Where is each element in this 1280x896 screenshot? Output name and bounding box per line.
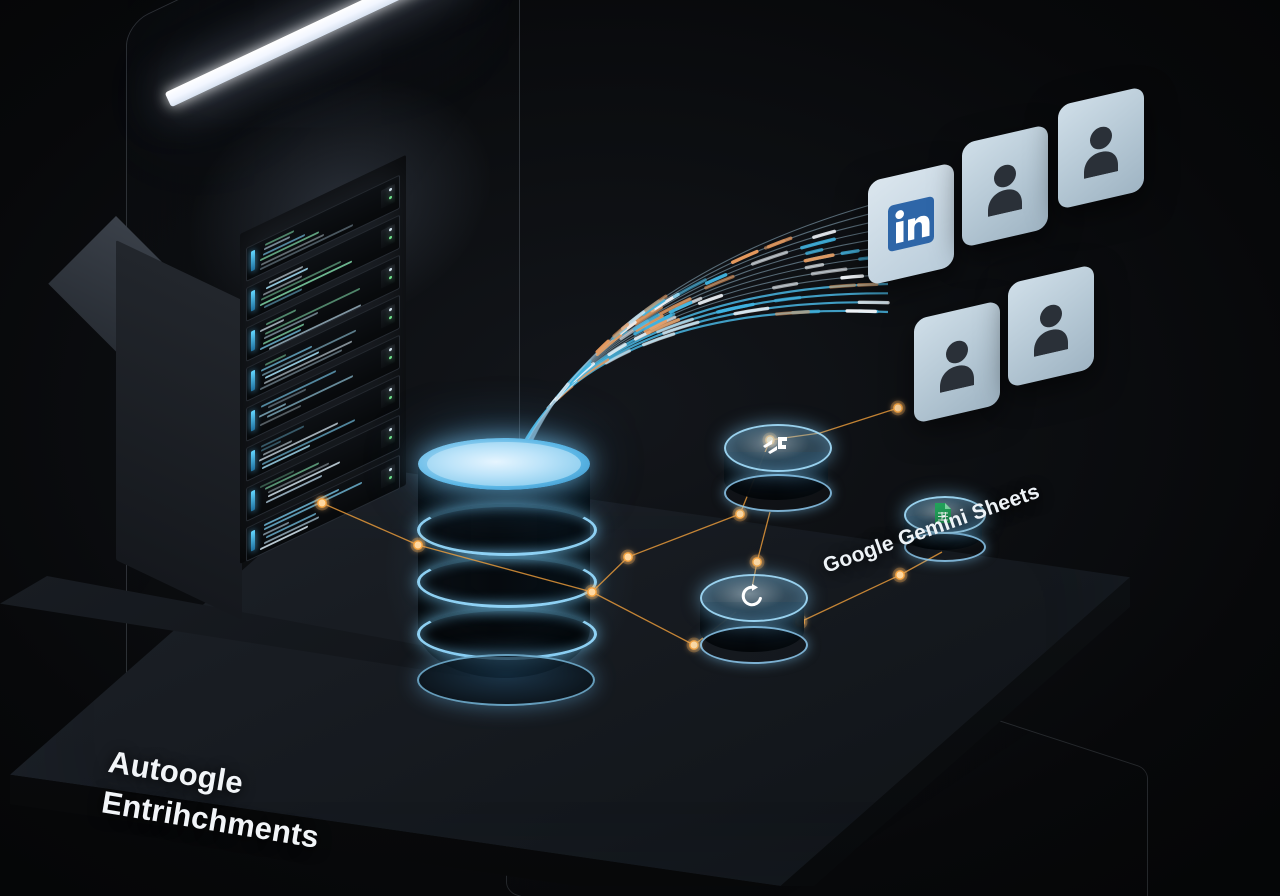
card-linkedin[interactable] [868,162,954,286]
rack-left-face [116,240,242,621]
blade-drive-bay [381,223,395,249]
light-bar-housing [160,0,476,113]
database-top-inner [427,442,581,486]
stream-data-packet [517,207,890,475]
database-disc-1 [417,504,597,556]
person-avatar-icon [940,340,974,393]
card-profile-4[interactable] [1008,264,1094,388]
blade-drive-bay [381,183,395,209]
database-cylinder [417,438,597,706]
stream-data-packet [516,216,890,476]
blade-status-led [251,249,255,272]
stream-data-packet [518,198,890,474]
stream-data-packet [516,216,890,476]
stream-data-packet [518,198,890,474]
stream-data-packet [516,216,890,476]
blade-drive-bay [381,423,395,449]
stream-strand [519,199,889,473]
server-rack [48,154,416,622]
stream-data-packet [516,216,890,476]
puck-enrichment-ring [724,474,832,512]
stream-data-packet [517,207,890,475]
blade-drive-bay [381,343,395,369]
card-profile-1[interactable] [962,124,1048,248]
database-disc-2 [417,556,597,608]
puck-enrichment[interactable] [724,424,832,516]
connector-line [819,407,899,434]
blade-status-led [251,489,255,512]
overhead-led-light-bar [164,0,470,108]
blade-drive-bay [381,383,395,409]
stream-data-packet [517,207,890,475]
puck-enrichment-top [724,424,832,472]
person-avatar-icon [988,164,1022,217]
stream-data-packet [517,207,890,475]
puck-sync-ring [700,626,808,664]
person-avatar-icon [1084,126,1118,179]
blade-code-line [259,404,302,427]
blade-drive-bay [381,463,395,489]
blade-drive-bay [381,303,395,329]
stream-data-packet [517,207,890,475]
stream-strand [517,218,889,474]
stream-data-packet [518,198,890,474]
google-sheets-icon [904,496,982,530]
database-base-disc [417,654,595,706]
stream-data-packet [516,216,890,476]
connector-node[interactable] [893,403,903,413]
puck-sheets[interactable] [904,496,986,562]
stream-data-packet [516,216,890,476]
refresh-sync-icon [700,574,804,618]
card-profile-3[interactable] [914,300,1000,424]
card-profile-2[interactable] [1058,86,1144,210]
blade-status-led [251,289,255,312]
stream-data-packet [517,207,890,475]
blade-drive-bay [381,263,395,289]
blade-status-led [251,449,255,472]
stream-data-packet [518,198,890,474]
linkedin-icon [888,196,934,252]
stream-data-packet [518,198,890,474]
stream-strand [518,208,889,473]
puck-sync-top [700,574,808,622]
blade-status-led [251,529,255,552]
blade-status-led [251,329,255,352]
puck-sync[interactable] [700,574,808,668]
connector-node-halo [890,400,906,416]
blade-status-led [251,369,255,392]
person-avatar-icon [1034,304,1068,357]
abstract-arrows-icon [724,424,828,468]
database-disc-3 [417,608,597,660]
database-top-disc [418,438,590,490]
blade-status-led [251,409,255,432]
